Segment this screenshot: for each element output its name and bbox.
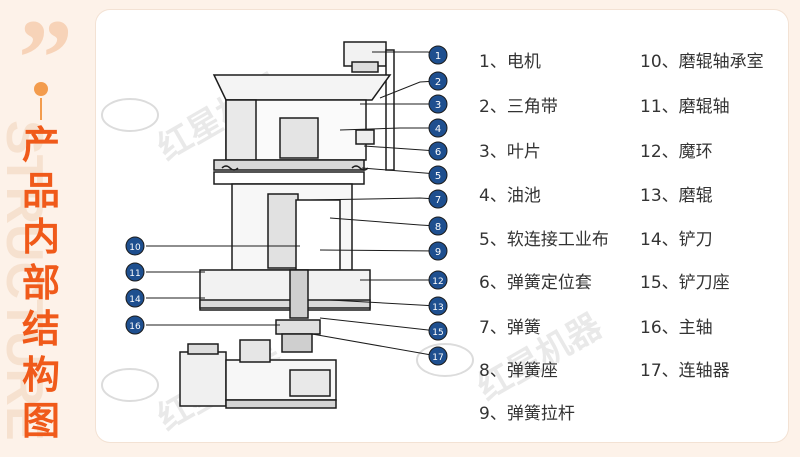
callout-10: 10 xyxy=(125,236,145,256)
title-char: 结 xyxy=(21,307,60,351)
callout-13: 13 xyxy=(428,296,448,316)
legend-item: 16、主轴 xyxy=(640,318,713,338)
callout-9: 9 xyxy=(428,241,448,261)
legend-item: 7、弹簧 xyxy=(479,318,541,338)
legend-item: 17、连轴器 xyxy=(640,361,730,381)
svg-text:4: 4 xyxy=(435,124,441,135)
callout-8: 8 xyxy=(428,216,448,236)
svg-text:6: 6 xyxy=(435,147,441,158)
svg-text:8: 8 xyxy=(435,222,441,233)
quote-mark: ” xyxy=(18,0,73,119)
svg-text:7: 7 xyxy=(435,195,441,206)
legend-item: 6、弹簧定位套 xyxy=(479,273,592,293)
accent-dot xyxy=(34,82,48,96)
legend-item: 3、叶片 xyxy=(479,142,541,162)
accent-line xyxy=(40,98,42,120)
title-char: 图 xyxy=(21,399,60,443)
svg-text:12: 12 xyxy=(432,277,443,287)
svg-text:9: 9 xyxy=(435,247,441,258)
legend-item: 11、磨辊轴 xyxy=(640,97,730,117)
callout-17: 17 xyxy=(428,346,448,366)
callout-16: 16 xyxy=(125,315,145,335)
callout-6: 6 xyxy=(428,141,448,161)
callout-1: 1 xyxy=(428,45,448,65)
svg-text:2: 2 xyxy=(435,77,441,88)
legend-item: 1、电机 xyxy=(479,52,541,72)
callout-5: 5 xyxy=(428,165,448,185)
machine-body xyxy=(179,41,395,409)
legend-item: 14、铲刀 xyxy=(640,230,713,250)
title-char: 内 xyxy=(21,215,60,259)
svg-text:11: 11 xyxy=(129,269,140,279)
callout-4: 4 xyxy=(428,118,448,138)
svg-text:1: 1 xyxy=(435,51,441,62)
side-title: 产 品 内 部 结 构 图 xyxy=(18,122,64,444)
title-char: 部 xyxy=(21,261,60,305)
callout-12: 12 xyxy=(428,270,448,290)
callout-markers: 1 2 3 4 6 5 7 8 9 12 13 15 17 10 11 14 1… xyxy=(125,45,448,366)
title-char: 构 xyxy=(21,353,60,397)
legend-item: 4、油池 xyxy=(479,186,541,206)
svg-text:14: 14 xyxy=(129,295,141,305)
callout-15: 15 xyxy=(428,321,448,341)
legend-item: 2、三角带 xyxy=(479,97,558,117)
callout-3: 3 xyxy=(428,94,448,114)
callout-11: 11 xyxy=(125,262,145,282)
title-char: 产 xyxy=(21,123,60,167)
title-char: 品 xyxy=(21,169,60,213)
legend-item: 12、魔环 xyxy=(640,142,713,162)
legend-item: 13、磨辊 xyxy=(640,186,713,206)
svg-text:13: 13 xyxy=(432,303,443,313)
side-ghost-text: STRUCTURE xyxy=(0,120,53,441)
callout-14: 14 xyxy=(125,288,145,308)
svg-text:15: 15 xyxy=(432,328,443,338)
svg-text:10: 10 xyxy=(129,243,141,253)
side-panel: STRUCTURE ” 产 品 内 部 结 构 图 xyxy=(0,0,82,457)
legend-item: 15、铲刀座 xyxy=(640,273,730,293)
svg-text:16: 16 xyxy=(129,322,141,332)
callout-2: 2 xyxy=(428,71,448,91)
svg-text:3: 3 xyxy=(435,100,441,111)
callout-7: 7 xyxy=(428,189,448,209)
legend-item: 10、磨辊轴承室 xyxy=(640,52,764,72)
legend-item: 5、软连接工业布 xyxy=(479,230,609,250)
legend-item: 8、弹簧座 xyxy=(479,361,558,381)
callout-lines xyxy=(146,51,438,357)
legend-item: 9、弹簧拉杆 xyxy=(479,404,575,424)
watermark-logo xyxy=(101,98,474,402)
svg-text:17: 17 xyxy=(432,353,443,363)
svg-text:5: 5 xyxy=(435,171,441,182)
